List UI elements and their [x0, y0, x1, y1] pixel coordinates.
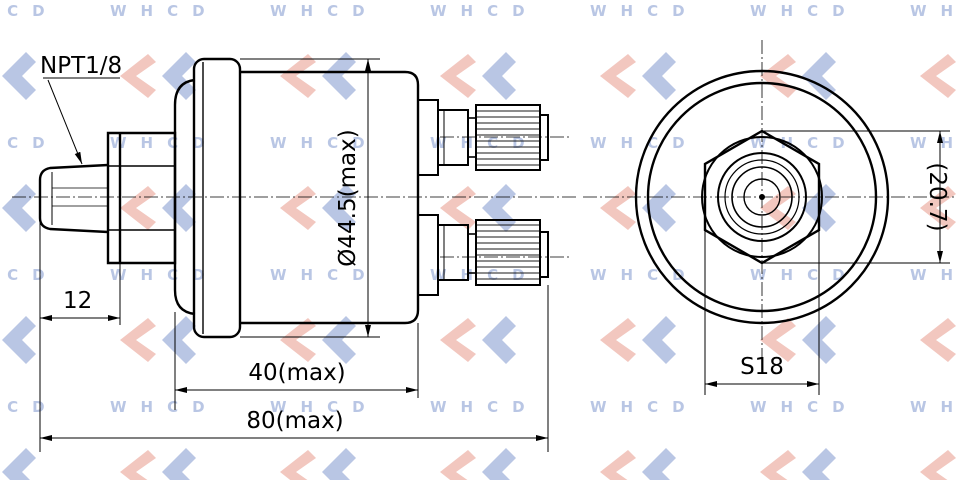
watermark-chevron-red — [440, 450, 476, 485]
watermark-text: WHCD — [270, 266, 379, 284]
watermark-text: WHCD — [0, 134, 59, 152]
watermark-text: WHCD — [110, 398, 219, 416]
watermark-chevron-blue — [322, 448, 356, 485]
knurled-nut-bottom — [475, 219, 541, 286]
watermark-chevron-blue — [2, 448, 36, 485]
watermark-chevron-blue — [642, 52, 676, 100]
watermark-chevron-blue — [642, 316, 676, 364]
watermark-chevron-red — [760, 54, 796, 98]
nozzle-outer-circle — [717, 152, 807, 242]
watermark-chevron-red — [600, 450, 636, 485]
watermark-chevron-red — [440, 318, 476, 362]
watermark-chevron-blue — [482, 448, 516, 485]
label-thread: NPT1/8 — [40, 53, 122, 79]
watermark-text: WHCD — [430, 2, 539, 20]
watermark-text: WHCD — [590, 398, 699, 416]
watermark-chevron-blue — [162, 184, 196, 232]
watermark-text: WHCD — [590, 2, 699, 20]
watermark-chevron-blue — [2, 316, 36, 364]
watermark-chevron-red — [760, 450, 796, 485]
terminal-bottom — [417, 214, 549, 296]
hex-chamfer-circle — [701, 136, 823, 258]
nozzle-thread-lines — [52, 187, 108, 207]
watermark-text: WHCD — [910, 134, 960, 152]
watermark-text: WHCD — [0, 398, 59, 416]
watermark-chevron-red — [600, 318, 636, 362]
watermark-text: WHCD — [110, 266, 219, 284]
watermark-chevron-blue — [322, 52, 356, 100]
watermark-chevron-red — [760, 318, 796, 362]
body-outline — [646, 81, 878, 313]
watermark-text: WHCD — [910, 398, 960, 416]
watermark-text: WHCD — [750, 398, 859, 416]
label-length-12: 12 — [63, 288, 92, 314]
flange-outline — [634, 69, 890, 325]
watermark-text: WHCD — [590, 134, 699, 152]
terminal-top — [417, 99, 549, 176]
watermark-text: WHCD — [0, 266, 59, 284]
watermark-chevron-blue — [802, 448, 836, 485]
nozzle-inner-circle — [743, 178, 781, 216]
watermark-chevron-red — [920, 318, 956, 362]
watermark-chevron-red — [120, 54, 156, 98]
nozzle-bore — [759, 194, 765, 200]
watermark-chevron-red — [440, 186, 476, 230]
watermark-chevron-blue — [162, 448, 196, 485]
side-view — [12, 57, 578, 452]
watermark-chevron-red — [280, 54, 316, 98]
body-back-collar — [173, 78, 196, 316]
npt-leader-line — [47, 79, 83, 165]
watermark-chevron-red — [120, 186, 156, 230]
watermark-chevron-blue — [322, 184, 356, 232]
watermark-text: WHCD — [750, 2, 859, 20]
knurled-nut-top — [475, 104, 541, 171]
watermark-chevron-red — [920, 450, 956, 485]
watermark-chevron-blue — [482, 52, 516, 100]
watermark-text: WHCD — [270, 134, 379, 152]
watermark-chevron-blue — [162, 316, 196, 364]
watermark-chevron-blue — [2, 52, 36, 100]
watermark-chevron-red — [920, 54, 956, 98]
watermark-text: WHCD — [0, 2, 59, 20]
watermark-text: WHCD — [910, 2, 960, 20]
watermark-chevron-red — [440, 54, 476, 98]
label-diameter: Ø44.5(max) — [335, 129, 361, 266]
watermark-chevron-blue — [482, 316, 516, 364]
watermark-chevron-blue — [642, 184, 676, 232]
watermark-text: WHCD — [430, 398, 539, 416]
main-body — [240, 70, 420, 325]
watermark-text: WHCD — [110, 2, 219, 20]
watermark-chevron-blue — [642, 448, 676, 485]
watermark-chevron-blue — [2, 184, 36, 232]
nozzle-thread-circle — [724, 159, 800, 235]
watermark-text: WHCD — [270, 398, 379, 416]
label-length-40: 40(max) — [248, 360, 345, 386]
watermark-chevron-red — [280, 186, 316, 230]
flange — [192, 57, 242, 339]
label-hex-flats: (20.7) — [924, 162, 950, 231]
watermark-text: WHCD — [750, 266, 859, 284]
watermark-text: WHCD — [110, 134, 219, 152]
watermark-text: WHCD — [270, 2, 379, 20]
watermark-text: WHCD — [910, 266, 960, 284]
watermark-chevron-red — [600, 54, 636, 98]
watermark-chevron-red — [280, 450, 316, 485]
watermark-chevron-blue — [322, 316, 356, 364]
watermark-chevron-blue — [162, 52, 196, 100]
label-hex-size: S18 — [740, 354, 784, 380]
watermark-chevron-red — [120, 450, 156, 485]
front-view — [583, 40, 955, 395]
watermark-chevron-red — [120, 318, 156, 362]
nozzle-face-circle — [731, 166, 793, 228]
label-length-80: 80(max) — [246, 408, 343, 434]
threaded-nozzle — [38, 163, 109, 234]
watermark-chevron-red — [280, 318, 316, 362]
watermark-chevron-red — [600, 186, 636, 230]
watermark-text: WHCD — [590, 266, 699, 284]
